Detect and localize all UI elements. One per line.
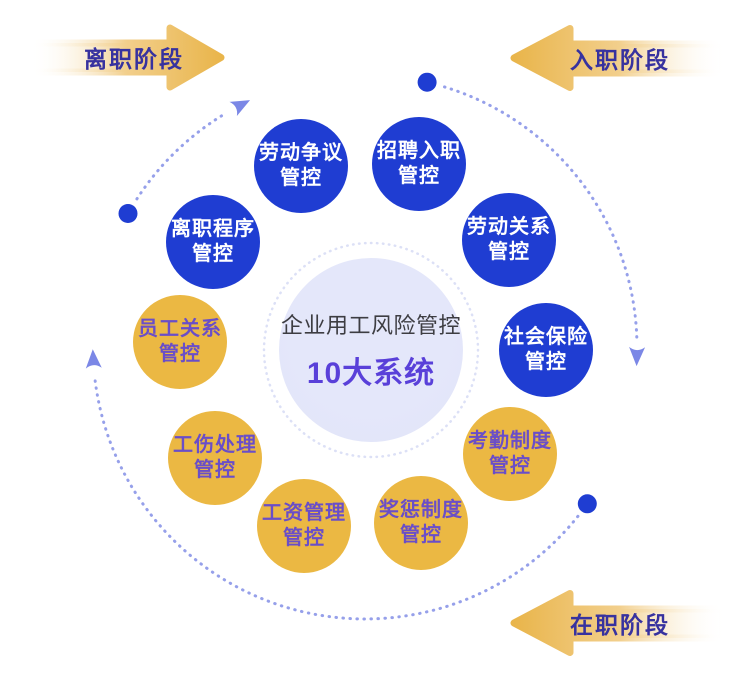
system-label-line1: 劳动争议 (259, 142, 343, 164)
system-circle-resignation-procedure: 离职程序 管控 (166, 195, 260, 289)
phase-label-onboarding: 入职阶段 (570, 47, 670, 73)
system-label-line2: 管控 (194, 459, 236, 481)
system-label-line2: 管控 (525, 351, 567, 373)
system-circle-work-injury: 工伤处理 管控 (168, 411, 262, 505)
arc-arrowhead-upright-icon (229, 100, 251, 117)
cycle-arc-onboarding (443, 85, 639, 339)
system-label-line1: 工资管理 (262, 502, 346, 524)
phase-arrow-employment (510, 590, 726, 656)
phase-label-resignation: 离职阶段 (84, 46, 184, 72)
system-circle-labor-relations: 劳动关系 管控 (462, 193, 556, 287)
cycle-arc-resignation (135, 112, 227, 201)
system-label-line2: 管控 (159, 343, 201, 365)
system-label-line1: 离职程序 (171, 218, 255, 240)
system-label-line2: 管控 (280, 167, 322, 189)
system-label-line2: 管控 (398, 165, 440, 187)
phase-label-employment: 在职阶段 (570, 612, 670, 638)
arc-arrowhead-down-icon (629, 346, 646, 367)
center-subtitle: 10大系统 (306, 357, 436, 390)
center-dotted-ring (262, 241, 480, 459)
phase-arrow-onboarding (510, 25, 726, 91)
system-label-line2: 管控 (400, 524, 442, 546)
system-label-line1: 招聘入职 (377, 140, 461, 162)
arc-arrowhead-up-icon (85, 349, 102, 369)
system-label-line1: 奖惩制度 (379, 499, 463, 521)
center-title: 企业用工风险管控 (280, 313, 461, 338)
system-label-line2: 管控 (283, 527, 325, 549)
system-label-line1: 工伤处理 (173, 434, 257, 456)
system-circle-salary-management: 工资管理 管控 (257, 479, 351, 573)
system-circle-reward-punishment: 奖惩制度 管控 (374, 476, 468, 570)
arc-dot-left (118, 204, 138, 223)
system-circle-employee-relations: 员工关系 管控 (133, 295, 227, 389)
center-circle: 企业用工风险管控 10大系统 (279, 258, 463, 442)
cycle-arc-employment (93, 376, 580, 621)
system-label-line2: 管控 (488, 241, 530, 263)
system-label-line2: 管控 (489, 455, 531, 477)
system-label-line1: 考勤制度 (468, 430, 552, 452)
system-circle-recruitment-onboarding: 招聘入职 管控 (372, 117, 466, 211)
system-circle-attendance-system: 考勤制度 管控 (463, 407, 557, 501)
arc-dot-top (417, 72, 437, 92)
system-label-line1: 社会保险 (504, 326, 588, 348)
system-circle-social-insurance: 社会保险 管控 (499, 303, 593, 397)
phase-arrow-resignation (27, 24, 225, 91)
system-label-line1: 劳动关系 (467, 216, 551, 238)
system-circle-labor-dispute: 劳动争议 管控 (254, 119, 348, 213)
system-label-line2: 管控 (192, 243, 234, 265)
arc-dot-bottom-right (577, 494, 597, 514)
system-label-line1: 员工关系 (138, 318, 222, 340)
